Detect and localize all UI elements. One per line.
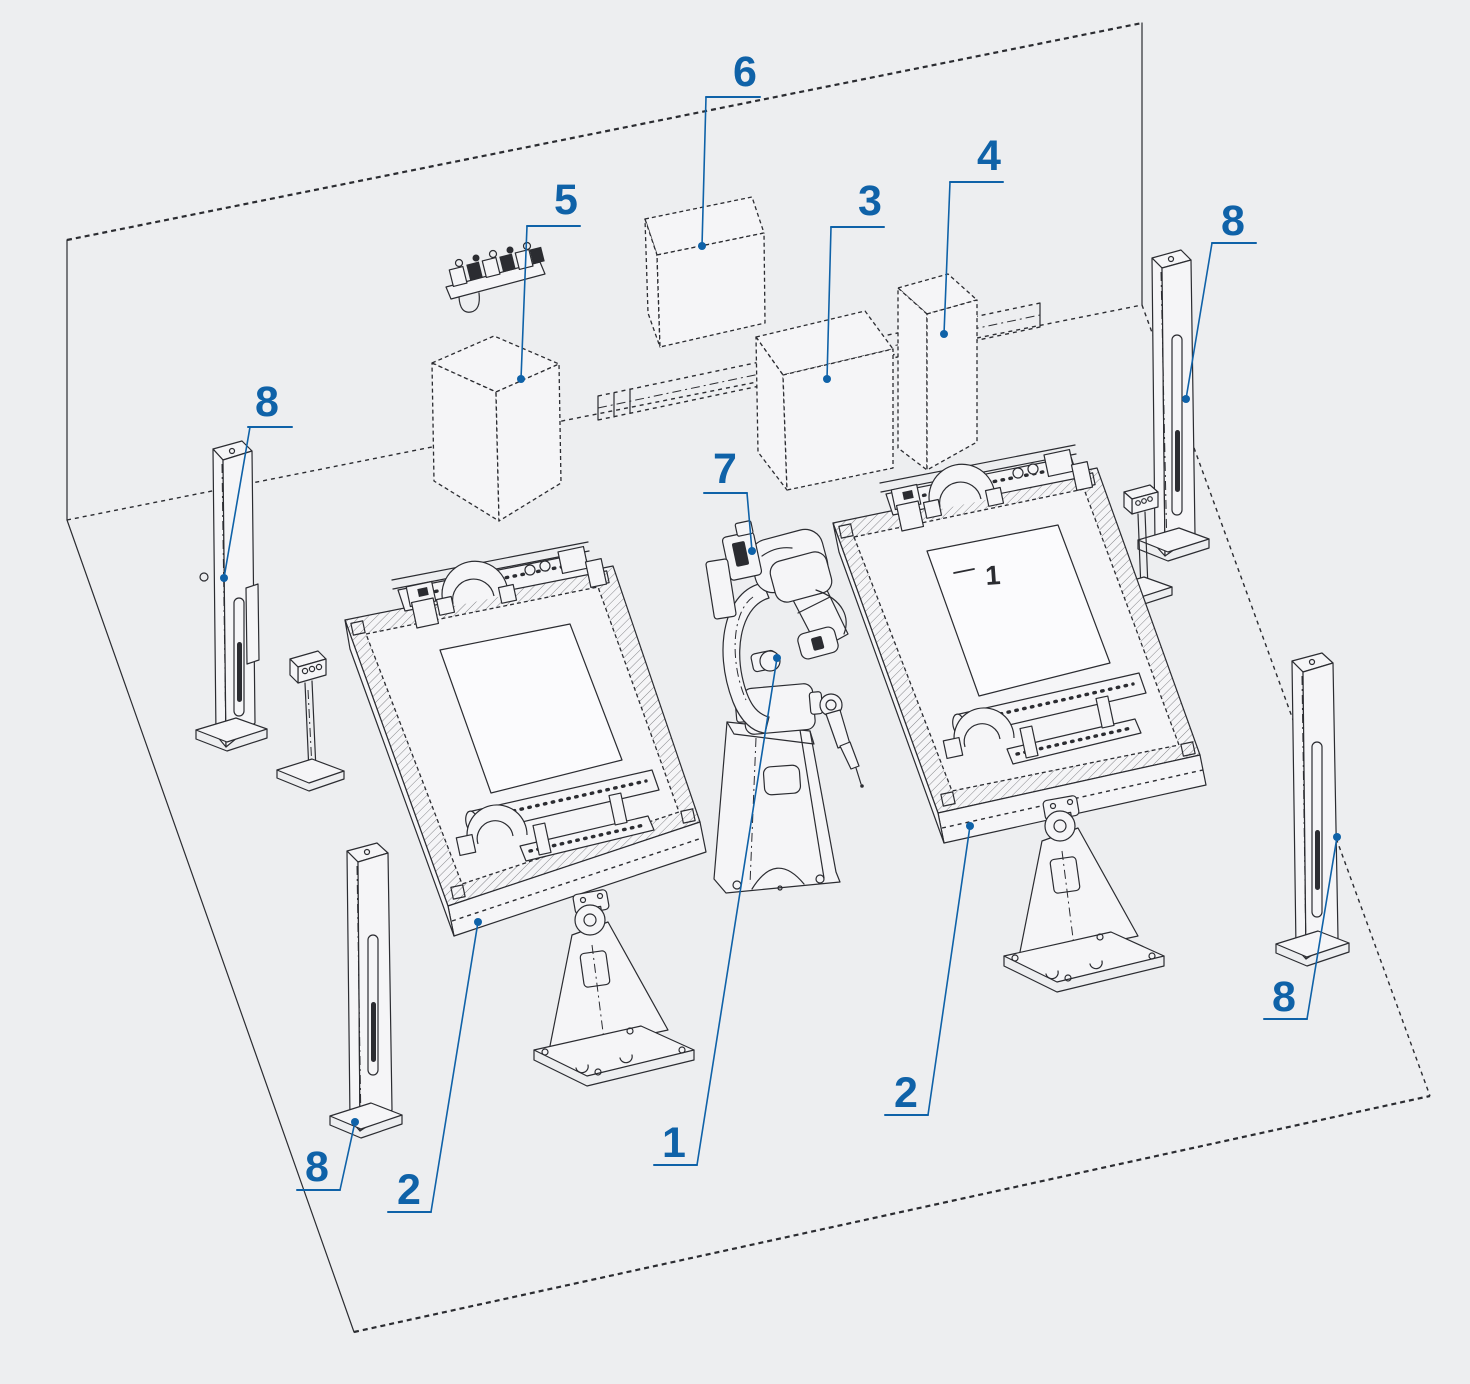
right-table-bottom-fixture <box>942 672 1147 765</box>
callout-7: 7 <box>703 445 756 555</box>
callout-8-rear-left-label: 8 <box>255 378 279 426</box>
welding-torch <box>825 709 864 788</box>
callouts: 6 5 3 4 8 8 <box>220 48 1341 1214</box>
light-curtain-post-front-right <box>1275 652 1350 967</box>
callout-2-right: 2 <box>884 822 974 1117</box>
callout-8-front-right-label: 8 <box>1272 973 1296 1021</box>
robot-pedestal <box>713 721 841 894</box>
fixture-plate-marking: 1 <box>984 560 1001 591</box>
light-curtain-post-front-left <box>329 842 403 1139</box>
welding-table-left <box>344 541 707 937</box>
callout-7-label: 7 <box>713 445 737 493</box>
callout-2-left: 2 <box>387 918 482 1214</box>
callout-4-label: 4 <box>977 132 1001 180</box>
callout-3: 3 <box>823 177 885 383</box>
cabinet-box-4 <box>897 273 978 471</box>
callout-5: 5 <box>517 176 581 383</box>
callout-8-rear-right-label: 8 <box>1221 197 1245 245</box>
callout-8-rear-left: 8 <box>220 378 293 582</box>
support-trestle-right <box>1003 795 1165 993</box>
callout-6: 6 <box>698 48 761 250</box>
left-table-fixture-plate <box>439 623 623 794</box>
light-curtain-post-rear-left <box>195 440 268 752</box>
callout-1-label: 1 <box>662 1119 686 1167</box>
torch-rack <box>445 241 546 313</box>
callout-4: 4 <box>940 132 1004 338</box>
callout-1: 1 <box>653 654 781 1167</box>
right-table-top-fixture <box>879 444 1094 532</box>
cabinet-box-3 <box>755 310 894 491</box>
left-table-skirt-left <box>344 619 455 937</box>
callout-5-label: 5 <box>554 176 578 224</box>
support-trestle-left <box>533 889 695 1087</box>
wall-box-6 <box>644 196 766 348</box>
left-table-top-fixture <box>391 541 608 629</box>
callout-8-front-left-label: 8 <box>305 1143 329 1191</box>
left-table-bottom-fixture <box>455 769 660 862</box>
control-pedestal-left <box>276 650 345 792</box>
callout-8-front-right: 8 <box>1263 833 1341 1021</box>
right-table-skirt-left <box>832 522 945 844</box>
callout-8-front-left: 8 <box>296 1118 359 1191</box>
callout-3-label: 3 <box>858 177 882 225</box>
callout-8-rear-right: 8 <box>1182 197 1257 403</box>
callout-2-right-label: 2 <box>894 1069 918 1117</box>
cabinet-box-5 <box>431 335 562 522</box>
light-curtain-post-rear-right <box>1137 249 1210 562</box>
callout-6-label: 6 <box>733 48 757 96</box>
robot-arm <box>705 520 864 788</box>
floor-outline <box>66 304 1431 1334</box>
callout-2-left-label: 2 <box>397 1166 421 1214</box>
right-table-fixture-plate <box>926 524 1111 697</box>
welding-robot <box>705 520 864 894</box>
welding-table-right: 1 <box>832 444 1207 844</box>
